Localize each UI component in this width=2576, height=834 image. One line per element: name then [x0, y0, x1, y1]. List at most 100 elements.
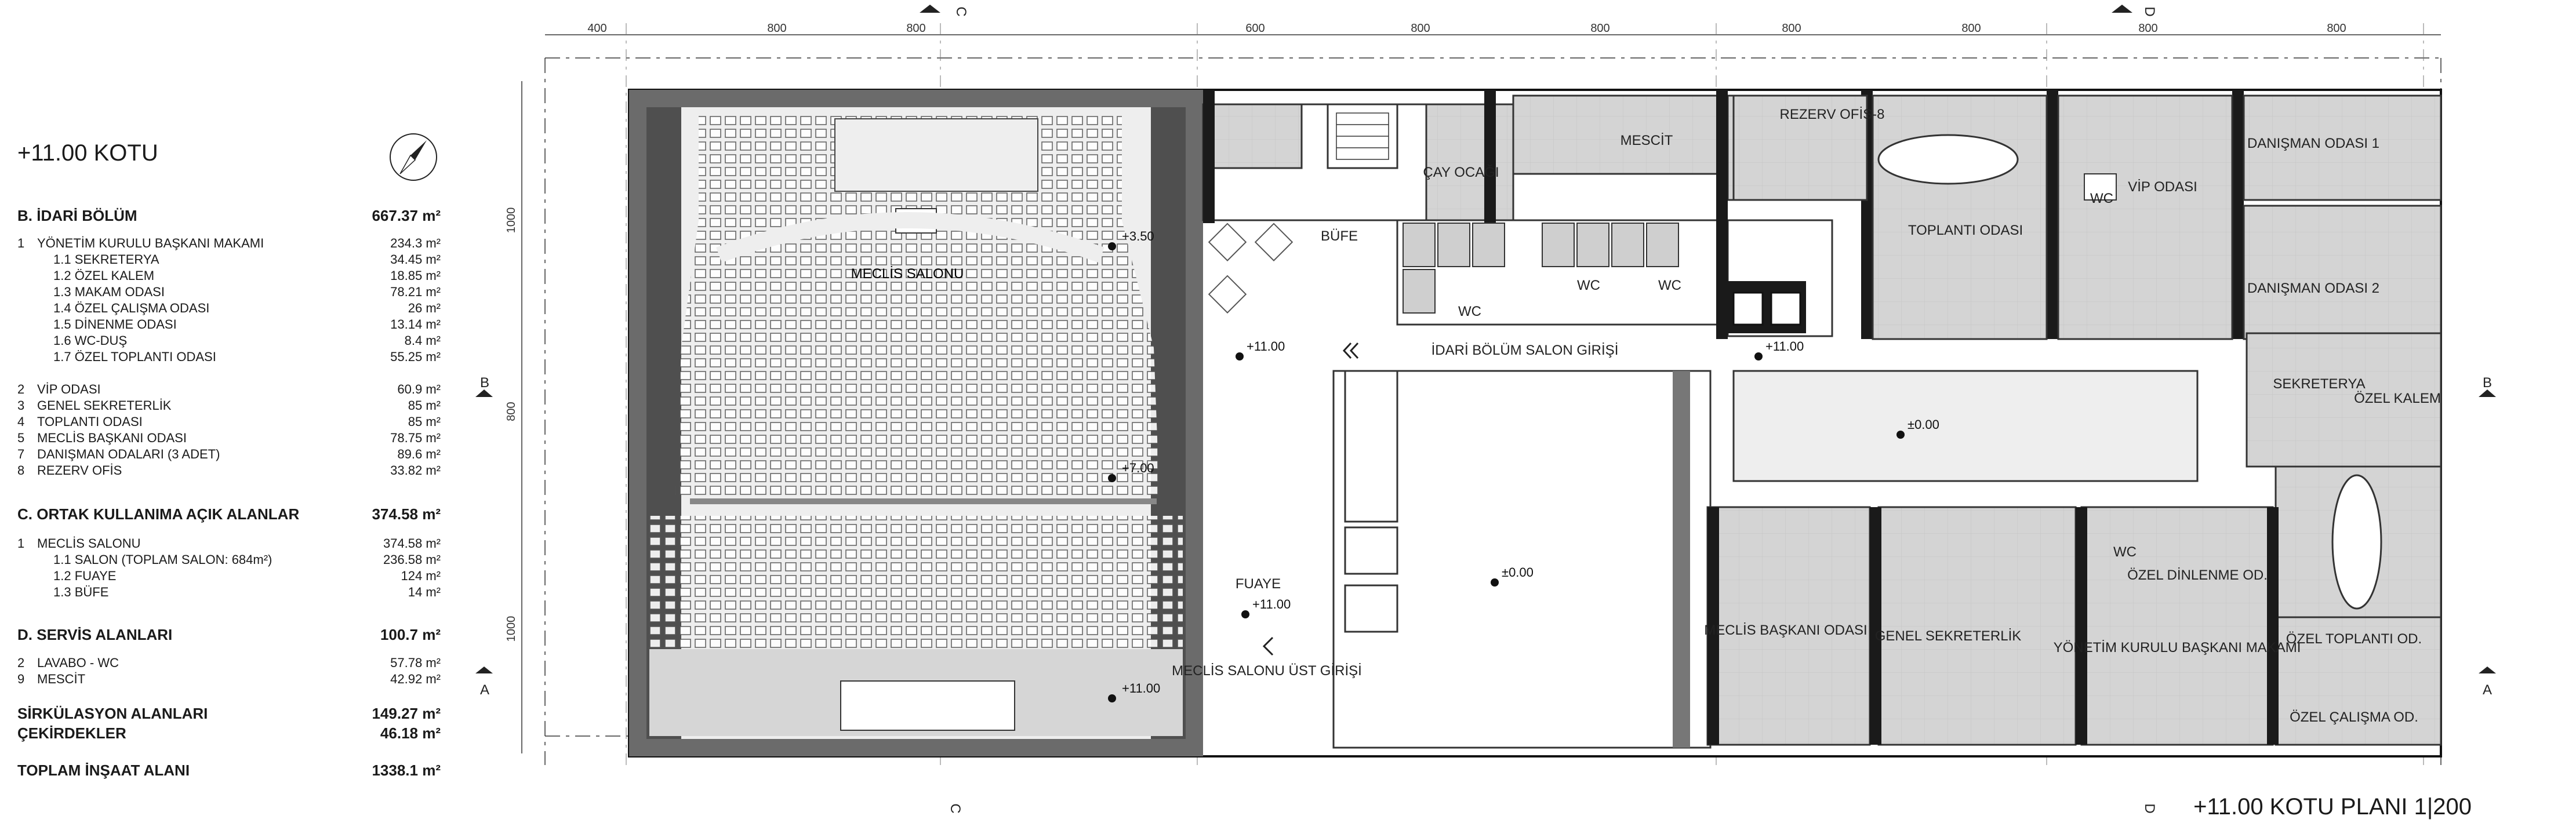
room-label-sekreterya: SEKRETERYA — [2273, 376, 2365, 392]
dim-top: 400 — [587, 22, 606, 35]
legend-item: 2 VİP ODASI 60.9 m² — [17, 382, 441, 399]
item-number: 1 — [17, 536, 25, 551]
dim-top: 800 — [767, 22, 786, 35]
section-arrow-icon — [2479, 389, 2496, 397]
subitem-value: 78.21 m² — [390, 285, 441, 299]
room-label-ozel-toplanti: ÖZEL TOPLANTI OD. — [2286, 631, 2422, 647]
dim-top: 800 — [2327, 22, 2346, 35]
item-label: MECLİS BAŞKANI ODASI — [37, 431, 187, 445]
room-label-wc: WC — [1577, 278, 1600, 293]
item-value: 60.9 m² — [397, 382, 441, 396]
plan-title: +11.00 KOTU PLANI 1|200 — [2193, 794, 2472, 820]
assembly-hall: MECLİS SALONU — [629, 90, 1203, 756]
item-number: 2 — [17, 655, 25, 670]
dim-left: 1000 — [505, 616, 518, 642]
subitem-label: 1.3 MAKAM ODASI — [53, 285, 165, 299]
section-arrow-icon — [475, 667, 493, 673]
item-label: LAVABO - WC — [37, 655, 119, 670]
level-marker: +11.00 — [1252, 597, 1291, 611]
legend-subitem: 1.2 ÖZEL KALEM 18.85 m² — [17, 268, 441, 286]
item-value: 85 m² — [408, 414, 441, 429]
subitem-label: 1.2 FUAYE — [53, 569, 117, 583]
dim-top: 800 — [1411, 22, 1430, 35]
item-label: GENEL SEKRETERLİK — [37, 398, 172, 413]
subitem-value: 14 m² — [408, 585, 441, 599]
subitem-label: 1.3 BÜFE — [53, 585, 109, 599]
section-arrow-icon — [2479, 667, 2496, 673]
room-label-ozel-kalem: ÖZEL KALEM — [2354, 391, 2441, 406]
room-label-meclis-baskani: MECLİS BAŞKANI ODASI — [1704, 622, 1867, 638]
item-number: 7 — [17, 447, 25, 461]
item-number: 4 — [17, 414, 25, 429]
level-marker: +11.00 — [1765, 339, 1804, 354]
item-label: VİP ODASI — [37, 382, 101, 396]
subitem-value: 8.4 m² — [404, 333, 441, 348]
item-number: 1 — [17, 236, 25, 250]
section-d-area: 100.7 m² — [380, 626, 441, 643]
item-value: 42.92 m² — [390, 672, 441, 686]
dim-left: 800 — [505, 402, 518, 421]
subitem-value: 55.25 m² — [390, 349, 441, 364]
subitem-value: 236.58 m² — [383, 552, 441, 567]
level-marker: ±0.00 — [1908, 417, 1939, 432]
item-number: 9 — [17, 672, 25, 686]
total-value: 46.18 m² — [380, 724, 441, 742]
total-label: ÇEKİRDEKLER — [17, 724, 126, 742]
subitem-label: 1.5 DİNENME ODASI — [53, 317, 177, 332]
section-arrow-icon — [475, 389, 493, 397]
room-label-bufe: BÜFE — [1321, 228, 1358, 244]
dim-top: 800 — [1782, 22, 1801, 35]
subitem-label: 1.2 ÖZEL KALEM — [53, 268, 155, 283]
item-value: 78.75 m² — [390, 431, 441, 445]
room-label-genel-sekreterlik: GENEL SEKRETERLİK — [1875, 628, 2022, 644]
room-label-ozel-calisma: ÖZEL ÇALIŞMA OD. — [2290, 709, 2418, 725]
subitem-label: 1.4 ÖZEL ÇALIŞMA ODASI — [53, 301, 210, 315]
dim-top: 800 — [906, 22, 925, 35]
legend-subitem: 1.1 SALON (TOPLAM SALON: 684m²) 236.58 m² — [17, 552, 441, 570]
section-arrow-icon — [2112, 5, 2132, 13]
room-label-yonetim-kurulu: YÖNETİM KURULU BAŞKANI MAKAMI — [2054, 640, 2301, 655]
legend-item: 2 LAVABO - WC 57.78 m² — [17, 655, 441, 673]
entrance-chevron-icon — [1262, 342, 1359, 656]
room-label-meclis: MECLİS SALONU — [851, 266, 964, 282]
dim-top: 800 — [1590, 22, 1609, 35]
section-b-title: B. İDARİ BÖLÜM — [17, 207, 137, 224]
room-label-fuaye: FUAYE — [1236, 576, 1281, 592]
level-marker: +3.50 — [1122, 229, 1154, 243]
item-value: 57.78 m² — [390, 655, 441, 670]
level-marker-icon — [1108, 242, 1905, 702]
room-label-ozel-dinlenme: ÖZEL DİNLENME OD. — [2127, 567, 2268, 583]
subitem-label: 1.1 SALON (TOPLAM SALON: 684m²) — [53, 552, 273, 567]
level-marker: ±0.00 — [1502, 565, 1534, 580]
bottom-offices — [1706, 332, 2442, 746]
item-value: 234.3 m² — [390, 236, 441, 250]
item-number: 2 — [17, 382, 25, 396]
item-value: 85 m² — [408, 398, 441, 413]
level-marker: +11.00 — [1122, 681, 1160, 695]
room-label-wc: WC — [2113, 544, 2137, 560]
item-number: 8 — [17, 463, 25, 478]
section-c-row: C. ORTAK KULLANIMA AÇIK ALANLAR 374.58 m… — [17, 505, 441, 523]
legend-subitem: 1.3 BÜFE 14 m² — [17, 585, 441, 602]
subitem-value: 18.85 m² — [390, 268, 441, 283]
item-label: REZERV OFİS — [37, 463, 122, 478]
section-mark-d: D — [2142, 6, 2157, 16]
subitem-label: 1.7 ÖZEL TOPLANTI ODASI — [53, 349, 216, 364]
section-arrow-icon — [920, 5, 940, 13]
item-value: 374.58 m² — [383, 536, 441, 551]
total-value: 149.27 m² — [372, 705, 441, 722]
room-label-wc: WC — [1658, 278, 1681, 293]
section-d-title: D. SERVİS ALANLARI — [17, 626, 173, 643]
dim-left: 1000 — [505, 207, 518, 234]
room-label-cay-ocagi: ÇAY OCAĞI — [1423, 165, 1499, 180]
